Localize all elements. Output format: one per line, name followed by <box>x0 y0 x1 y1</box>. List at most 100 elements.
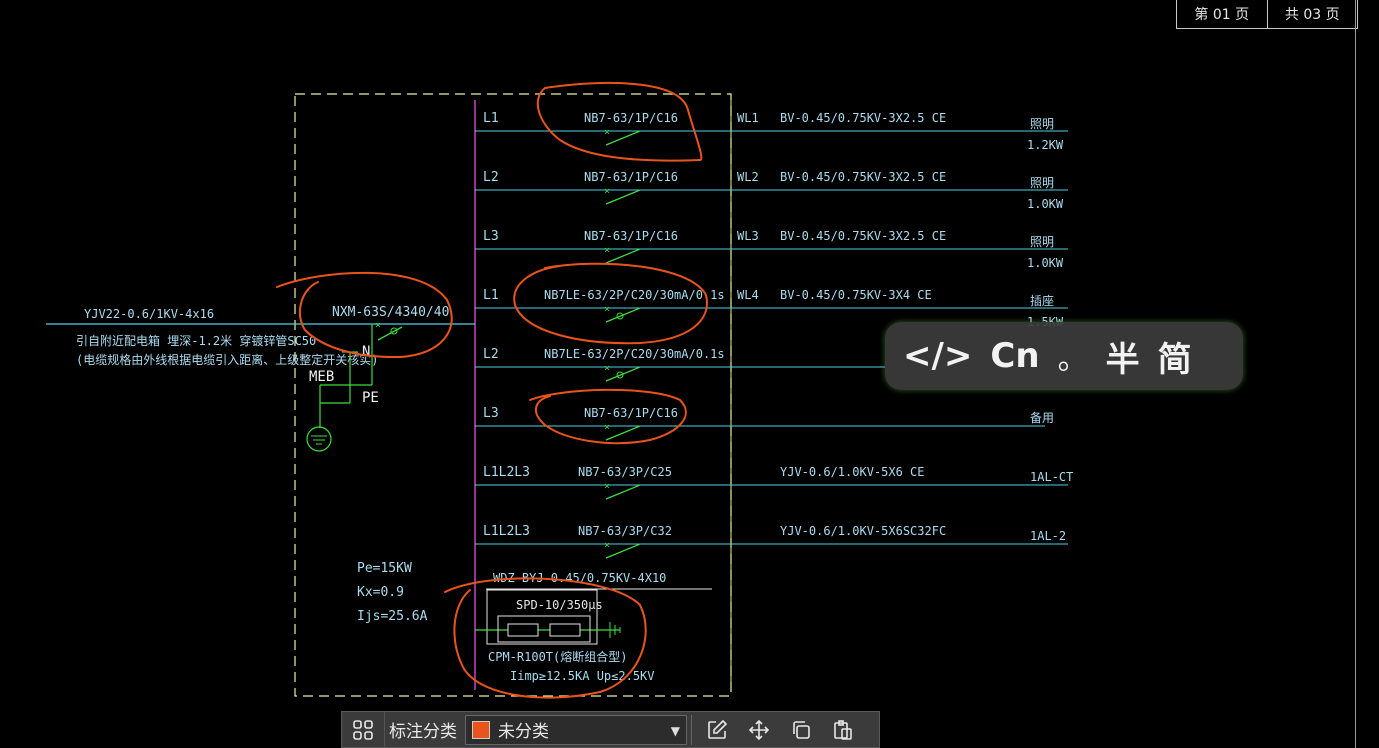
annotation-circle-wl4 <box>513 262 708 345</box>
branch-breaker-6: NB7-63/1P/C16 <box>584 406 678 420</box>
param-kx: Kx=0.9 <box>357 585 404 600</box>
ime-script-toggle[interactable]: 简 <box>1157 339 1192 380</box>
branch-load-7: 1AL-CT <box>1030 470 1073 484</box>
incoming-cable-label: YJV22-0.6/1KV-4x16 <box>84 307 214 321</box>
branch-switch-1 <box>605 130 641 146</box>
spd-cable-label: WDZ-BYJ-0.45/0.75KV-4X10 <box>493 571 666 585</box>
branch-switch-3 <box>605 248 641 264</box>
copy-icon[interactable] <box>780 712 822 747</box>
branch-circuit-2: WL2 <box>737 170 759 184</box>
branch-rcd-5 <box>616 371 624 379</box>
incoming-note-2: (电缆规格由外线根据电缆引入距离、上级整定开关核实) <box>76 352 378 367</box>
category-label: 标注分类 <box>384 712 465 747</box>
branch-circuit-1: WL1 <box>737 111 759 125</box>
edit-icon[interactable] <box>696 712 738 747</box>
branch-switch-cross-6: × <box>604 422 610 433</box>
branch-phase-5: L2 <box>483 347 499 362</box>
annotation-circle-main-switch <box>276 271 453 359</box>
branch-power-3: 1.0KW <box>1027 256 1064 270</box>
toolbar-separator <box>691 714 692 745</box>
category-color-swatch <box>472 720 490 739</box>
branch-phase-6: L3 <box>483 406 499 421</box>
incoming-note-1: 引自附近配电箱 埋深-1.2米 穿镀锌管SC50 <box>76 333 316 348</box>
ime-code-icon[interactable]: </> <box>903 336 973 376</box>
branch-cable-4: BV-0.45/0.75KV-3X4 CE <box>780 288 932 302</box>
branch-switch-2 <box>605 189 641 205</box>
annotation-circle-spare <box>529 388 687 445</box>
branch-cable-1: BV-0.45/0.75KV-3X2.5 CE <box>780 111 946 125</box>
branch-phase-4: L1 <box>483 288 499 303</box>
branch-rcd-4 <box>616 312 624 320</box>
spd-fuse <box>507 623 539 637</box>
branch-load-2: 照明 <box>1030 176 1054 190</box>
category-select[interactable]: 未分类 ▼ <box>465 714 687 745</box>
ime-width-toggle[interactable]: 半 <box>1105 339 1140 380</box>
ime-language-toggle[interactable]: Cn <box>990 336 1040 376</box>
branch-switch-cross-4: × <box>604 304 610 315</box>
branch-phase-8: L1L2L3 <box>483 524 530 539</box>
branch-phase-2: L2 <box>483 170 499 185</box>
spd-inner-box <box>497 615 591 643</box>
branch-switch-cross-5: × <box>604 363 610 374</box>
page-current: 第 01 页 <box>1194 7 1250 23</box>
ground-icon <box>306 426 332 452</box>
spd-model: CPM-R100T(熔断组合型) <box>488 649 627 664</box>
branch-phase-3: L3 <box>483 229 499 244</box>
neutral-label: N <box>362 344 370 360</box>
meb-label: MEB <box>309 369 334 385</box>
branch-breaker-7: NB7-63/3P/C25 <box>578 465 672 479</box>
branch-switch-8 <box>605 543 641 559</box>
page-total: 共 03 页 <box>1266 0 1358 28</box>
branch-breaker-5: NB7LE-63/2P/C20/30mA/0.1s <box>544 347 725 361</box>
branch-switch-cross-1: × <box>604 127 610 138</box>
branch-cable-3: BV-0.45/0.75KV-3X2.5 CE <box>780 229 946 243</box>
move-icon[interactable] <box>738 712 780 747</box>
branch-breaker-1: NB7-63/1P/C16 <box>584 111 678 125</box>
category-selected: 未分类 <box>498 722 549 742</box>
ime-punctuation-toggle[interactable]: 。 <box>1057 342 1088 377</box>
branch-switch-6 <box>605 425 641 441</box>
annotation-marks <box>276 82 708 699</box>
page-indicator: 第 01 页 共 03 页 <box>1176 0 1358 29</box>
svg-text:×: × <box>375 320 381 331</box>
annotation-circle-wl1 <box>536 82 703 162</box>
grid-icon[interactable] <box>342 712 384 747</box>
branch-load-4: 插座 <box>1030 293 1054 308</box>
spd-rating: SPD-10/350μs <box>516 598 603 612</box>
ime-toolbar[interactable]: </> Cn 。 半 简 <box>885 322 1243 390</box>
branch-power-2: 1.0KW <box>1027 197 1064 211</box>
branch-cable-7: YJV-0.6/1.0KV-5X6 CE <box>780 465 925 479</box>
branch-cable-8: YJV-0.6/1.0KV-5X6SC32FC <box>780 524 946 538</box>
branch-switch-cross-2: × <box>604 186 610 197</box>
branch-breaker-4: NB7LE-63/2P/C20/30mA/0.1s <box>544 288 725 302</box>
spd-box <box>486 589 598 645</box>
branch-circuit-4: WL4 <box>737 288 759 302</box>
branch-load-3: 照明 <box>1030 235 1054 249</box>
branch-breaker-2: NB7-63/1P/C16 <box>584 170 678 184</box>
chevron-down-icon: ▼ <box>670 723 680 738</box>
pe-label: PE <box>362 390 379 406</box>
spd-ground-icon <box>609 622 621 638</box>
annotation-toolbar: 标注分类 未分类 ▼ <box>341 711 880 748</box>
main-switch-symbol: × <box>375 320 403 341</box>
right-border-line <box>1355 0 1356 748</box>
branch-power-1: 1.2KW <box>1027 138 1064 152</box>
branch-phase-1: L1 <box>483 111 499 126</box>
branch-breaker-3: NB7-63/1P/C16 <box>584 229 678 243</box>
param-pe: Pe=15KW <box>357 561 412 576</box>
branch-load-1: 照明 <box>1030 117 1054 131</box>
branch-load-8: 1AL-2 <box>1030 529 1066 543</box>
branch-breaker-8: NB7-63/3P/C32 <box>578 524 672 538</box>
branch-cable-2: BV-0.45/0.75KV-3X2.5 CE <box>780 170 946 184</box>
annotation-circle-spd <box>444 577 647 699</box>
spd-spec: Iimp≥12.5KA Up≤2.5KV <box>510 669 655 683</box>
spd-arrester <box>549 623 581 637</box>
branch-phase-7: L1L2L3 <box>483 465 530 480</box>
param-ijs: Ijs=25.6A <box>357 609 428 624</box>
branch-switch-cross-3: × <box>604 245 610 256</box>
branch-circuit-3: WL3 <box>737 229 759 243</box>
main-switch-label: NXM-63S/4340/40 <box>332 305 449 320</box>
paste-icon[interactable] <box>822 712 864 747</box>
branch-switch-7 <box>605 484 641 500</box>
